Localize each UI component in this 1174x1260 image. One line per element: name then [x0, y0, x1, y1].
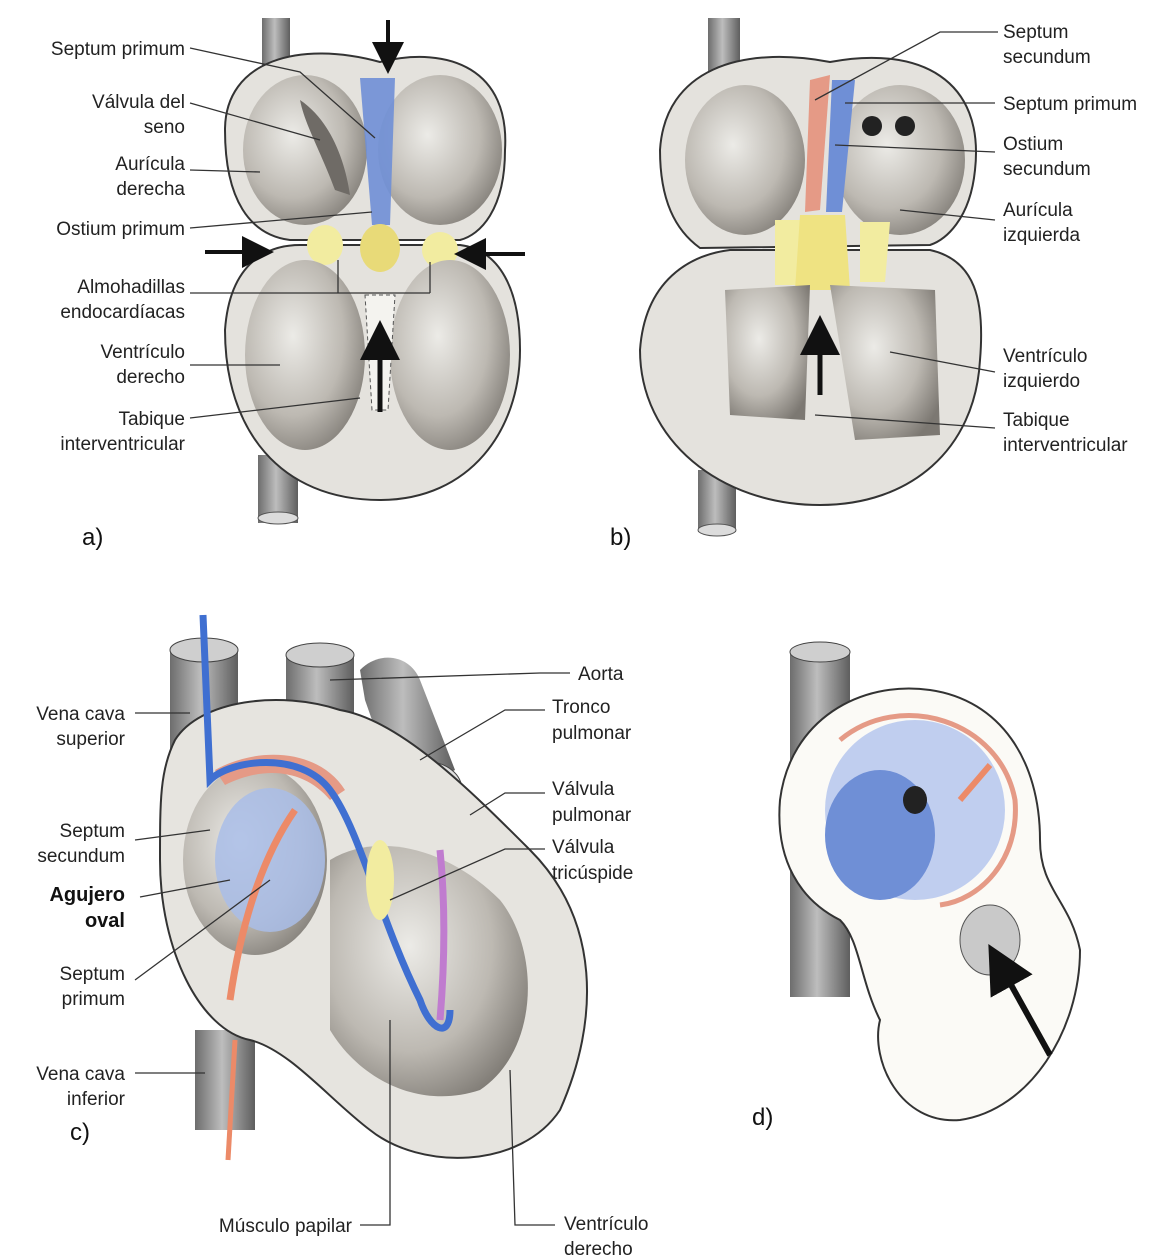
right-ventricle-b	[725, 285, 810, 420]
panel-letter-a: a)	[82, 524, 103, 551]
label-septum-primum-c-1: Septum	[60, 964, 125, 985]
label-vena-sup-1: Vena cava	[36, 704, 125, 725]
left-ventricle	[390, 260, 510, 450]
label-valv-pulm-2: pulmonar	[552, 805, 632, 826]
cushion-right-b	[860, 222, 890, 282]
label-septum-secundum-b-2: secundum	[1003, 47, 1091, 68]
panel-letter-b: b)	[610, 524, 631, 551]
panel-letter-d: d)	[752, 1104, 773, 1131]
left-atrium-b	[835, 85, 965, 235]
panel-b: Septum secundum Septum primum Ostium sec…	[610, 18, 1137, 551]
label-valv-pulm-1: Válvula	[552, 779, 615, 800]
label-tabique-b-1: Tabique	[1003, 410, 1070, 431]
label-musculo: Músculo papilar	[219, 1216, 353, 1237]
ostium-hole-1	[862, 116, 882, 136]
panel-d: d)	[752, 642, 1080, 1131]
label-ostium-primum-a: Ostium primum	[56, 219, 185, 240]
label-septum-primum-a: Septum primum	[51, 39, 185, 60]
vessel-d-opening	[790, 642, 850, 662]
right-atrium	[243, 75, 367, 225]
label-tronco-2: pulmonar	[552, 723, 632, 744]
label-valv-tric-2: tricúspide	[552, 863, 633, 884]
label-ventriculo-a-1: Ventrículo	[101, 342, 186, 363]
label-aorta: Aorta	[578, 664, 624, 685]
label-agujero-1: Agujero	[49, 884, 125, 906]
right-atrium-b	[685, 85, 805, 235]
label-almohadillas-1: Almohadillas	[77, 277, 185, 298]
hole-d	[903, 786, 927, 814]
label-auricula-b-1: Aurícula	[1003, 200, 1073, 221]
vessel-opening	[258, 512, 298, 524]
label-vena-inf-2: inferior	[67, 1089, 126, 1110]
aorta-opening	[286, 643, 354, 667]
ostium-hole-2	[895, 116, 915, 136]
label-septum-primum-c-2: primum	[62, 989, 125, 1010]
label-tabique-a-2: interventricular	[60, 434, 185, 455]
label-septum-secundum-b-1: Septum	[1003, 22, 1068, 43]
label-tabique-a-1: Tabique	[118, 409, 185, 430]
label-ventriculo-b-1: Ventrículo	[1003, 346, 1088, 367]
label-auricula-b-2: izquierda	[1003, 225, 1081, 246]
label-valvula-a-2: seno	[144, 117, 185, 138]
label-almohadillas-2: endocardíacas	[60, 302, 185, 323]
label-ostium-b-1: Ostium	[1003, 134, 1063, 155]
label-ventriculo-a-2: derecho	[116, 367, 185, 388]
label-septum-secundum-c-1: Septum	[60, 821, 125, 842]
label-valvula-a-1: Válvula del	[92, 92, 185, 113]
label-septum-secundum-c-2: secundum	[37, 846, 125, 867]
label-vena-sup-2: superior	[56, 729, 125, 750]
label-tronco-1: Tronco	[552, 697, 610, 718]
vena-cava-inferior	[195, 1030, 255, 1130]
left-atrium	[378, 75, 502, 225]
label-auricula-a-1: Aurícula	[115, 154, 185, 175]
cushion-center	[360, 224, 400, 272]
panel-letter-c: c)	[70, 1119, 90, 1146]
label-ventriculo-c-1: Ventrículo	[564, 1214, 649, 1235]
label-auricula-a-2: derecha	[116, 179, 185, 200]
panel-a: Septum primum Válvula del seno Aurícula …	[51, 18, 525, 551]
vessel-opening-b	[698, 524, 736, 536]
label-ostium-b-2: secundum	[1003, 159, 1091, 180]
label-tabique-b-2: interventricular	[1003, 435, 1128, 456]
label-valv-tric-1: Válvula	[552, 837, 615, 858]
label-agujero-2: oval	[85, 910, 125, 932]
right-ventricle	[245, 260, 365, 450]
label-septum-primum-b: Septum primum	[1003, 94, 1137, 115]
panel-c: Vena cava superior Septum secundum Aguje…	[36, 615, 648, 1260]
flow-purple	[440, 850, 444, 1020]
label-ventriculo-b-2: izquierdo	[1003, 371, 1080, 392]
label-ventriculo-c-2: derecho	[564, 1239, 633, 1260]
cushion-center-b	[795, 215, 850, 290]
label-vena-inf-1: Vena cava	[36, 1064, 125, 1085]
gray-ball-d	[960, 905, 1020, 975]
tricuspid-valve	[366, 840, 394, 920]
cushion-left	[307, 225, 343, 265]
